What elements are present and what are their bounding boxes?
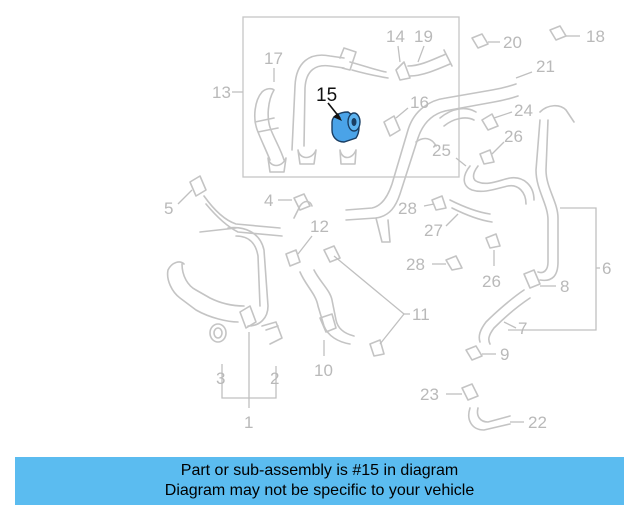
part-3-ring <box>209 323 227 343</box>
part-7-hose <box>478 289 531 345</box>
leader-27 <box>445 213 459 227</box>
callout-9: 9 <box>500 345 509 364</box>
leader-14 <box>397 45 401 63</box>
inset-box <box>242 16 460 178</box>
part-20-clip <box>471 33 489 49</box>
part-6-pipe <box>535 104 575 282</box>
leader-15-arrow <box>333 113 342 121</box>
callout-5: 5 <box>164 199 173 218</box>
part-1-flange <box>239 305 257 329</box>
callout-6: 6 <box>602 259 611 278</box>
callout-14: 14 <box>386 27 405 46</box>
part-28-clip-b <box>445 255 463 271</box>
part-26-lower-clip <box>485 233 501 249</box>
leader-12 <box>297 235 313 255</box>
callout-3: 3 <box>216 369 225 388</box>
part-inset-clip-b <box>339 149 357 165</box>
part-21-pipe <box>345 83 519 221</box>
leader-25 <box>455 157 467 167</box>
leader-11-bracket <box>333 255 405 345</box>
banner-line-2: Diagram may not be specific to your vehi… <box>164 482 475 499</box>
info-banner: Part or sub-assembly is #15 in diagram D… <box>15 457 624 505</box>
part-inset-clip-a <box>297 149 317 165</box>
callout-10: 10 <box>314 361 333 380</box>
callout-23: 23 <box>420 385 439 404</box>
callout-28-upper: 28 <box>398 199 417 218</box>
leader-16 <box>395 107 409 119</box>
part-27-hose <box>449 199 493 223</box>
part-18-clip <box>549 25 567 41</box>
part-11-clip-b <box>369 339 385 357</box>
callout-19: 19 <box>414 27 433 46</box>
leader-5 <box>177 189 193 205</box>
callout-21: 21 <box>536 57 555 76</box>
callout-4: 4 <box>264 191 273 210</box>
callout-13: 13 <box>212 83 231 102</box>
parts-diagram: 13 17 15 14 19 20 18 21 16 24 26 25 28 2… <box>164 16 611 432</box>
callout-25: 25 <box>432 141 451 160</box>
part-3-ring-inner <box>213 327 223 339</box>
part-9-clip <box>465 345 483 361</box>
leader-24 <box>493 111 513 119</box>
leader-19 <box>417 45 425 63</box>
callout-16: 16 <box>410 93 429 112</box>
part-21-bracket <box>375 217 391 243</box>
part-17-hose <box>253 87 285 161</box>
callout-15: 15 <box>316 85 337 106</box>
part-17-pipe <box>291 47 389 151</box>
part-inset-clip-c <box>267 157 287 173</box>
banner-line-1: Part or sub-assembly is #15 in diagram <box>180 462 459 479</box>
callout-2: 2 <box>270 369 279 388</box>
part-1-pipe-assembly <box>166 226 269 327</box>
part-4-pipe <box>199 195 313 237</box>
callout-18: 18 <box>586 27 605 46</box>
part-24-clip <box>481 113 499 131</box>
part-4-clip <box>293 193 311 211</box>
callout-22: 22 <box>528 413 547 432</box>
part-28-clip-a <box>431 195 447 211</box>
part-5-fitting <box>189 175 207 197</box>
callout-11: 11 <box>412 305 430 324</box>
leader-26 <box>491 141 505 155</box>
part-19-hose <box>395 49 453 81</box>
part-11-clip-a <box>323 245 341 263</box>
callout-24: 24 <box>514 101 533 120</box>
callout-7: 7 <box>518 319 527 338</box>
callout-26-lower: 26 <box>482 272 501 291</box>
part-23-fitting <box>461 383 479 401</box>
part-10-fitting <box>319 313 337 333</box>
part-22-hose <box>468 407 511 431</box>
callout-28-lower: 28 <box>406 255 425 274</box>
callout-1: 1 <box>244 413 253 432</box>
leader-7 <box>503 321 517 329</box>
callout-17: 17 <box>264 49 283 68</box>
part-16-hose <box>439 107 477 127</box>
callout-12: 12 <box>310 217 329 236</box>
part-26-clip <box>479 149 495 165</box>
leader-21 <box>515 71 533 79</box>
callout-27: 27 <box>424 221 443 240</box>
leader-6-bracket <box>508 207 597 331</box>
part-25-hose <box>463 165 535 205</box>
part-8-fitting <box>523 269 541 289</box>
part-2-bracket <box>261 321 283 345</box>
part-12-clip <box>285 249 301 267</box>
part-16-fitting <box>383 115 437 147</box>
callout-20: 20 <box>503 33 522 52</box>
part-10-hose <box>299 269 355 345</box>
callout-8: 8 <box>560 277 569 296</box>
leader-28a <box>423 203 435 207</box>
callout-26: 26 <box>504 127 523 146</box>
